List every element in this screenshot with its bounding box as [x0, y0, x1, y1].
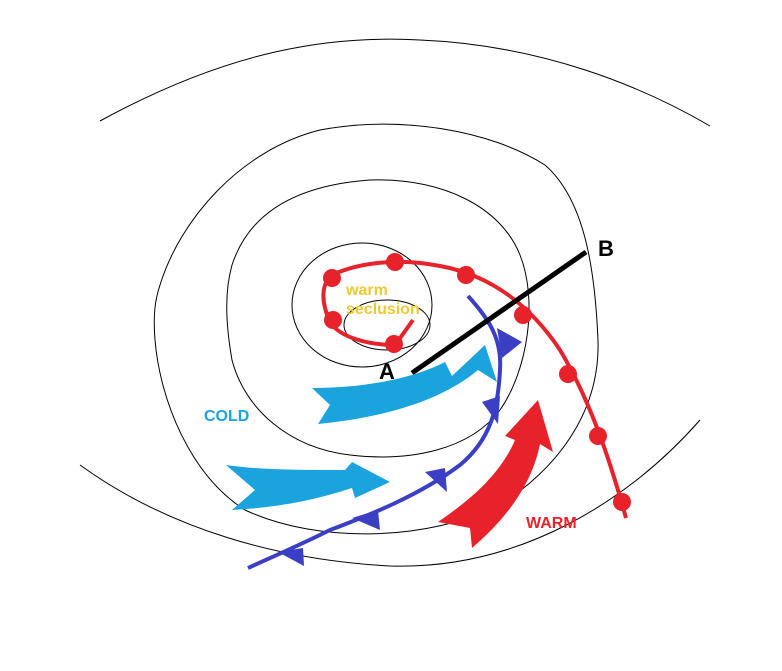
warm-front-bump: [559, 365, 577, 383]
isobar-outer-top: [99, 38, 711, 127]
cold-air-arrow-lower: [226, 462, 390, 510]
cold-air-arrow-upper: [312, 345, 497, 424]
warm-front-bump: [514, 306, 532, 324]
warm-seclusion-label-line1: warm: [346, 282, 388, 299]
warm-front-bump: [385, 335, 403, 353]
cold-front-barb: [352, 510, 380, 530]
isobars: [79, 38, 711, 567]
warm-front-semicircles: [323, 253, 631, 511]
warm-front: [321, 253, 631, 519]
cold-front-barb: [497, 328, 522, 358]
isobar-ring-4: [291, 242, 433, 368]
cold-front-triangles: [278, 328, 522, 566]
cold-air-arrows: [226, 345, 497, 510]
isobar-ring-3: [226, 179, 530, 458]
warm-front-bump: [386, 253, 404, 271]
point-b-label: B: [598, 236, 614, 261]
cold-front-barb: [482, 396, 500, 424]
warm-front-bump: [613, 493, 631, 511]
warm-label: WARM: [526, 515, 577, 532]
cold-label: COLD: [204, 408, 250, 425]
cold-front-barb: [278, 548, 304, 566]
point-a-label: A: [379, 359, 395, 384]
isobar-ring-2: [153, 123, 599, 535]
cold-front: [247, 294, 522, 570]
isobar-ring-inner: [343, 299, 431, 351]
cold-front-barb: [425, 468, 447, 492]
isobar-outer-bottom: [79, 419, 701, 567]
warm-front-bump: [589, 427, 607, 445]
warm-front-bump: [323, 269, 341, 287]
warm-air-arrow: [438, 400, 553, 548]
cold-front-line: [247, 294, 503, 570]
warm-front-bump: [324, 311, 342, 329]
cross-section-line: [410, 249, 588, 376]
warm-seclusion-label-line2: seclusion: [346, 301, 420, 318]
warm-front-bump: [457, 266, 475, 284]
